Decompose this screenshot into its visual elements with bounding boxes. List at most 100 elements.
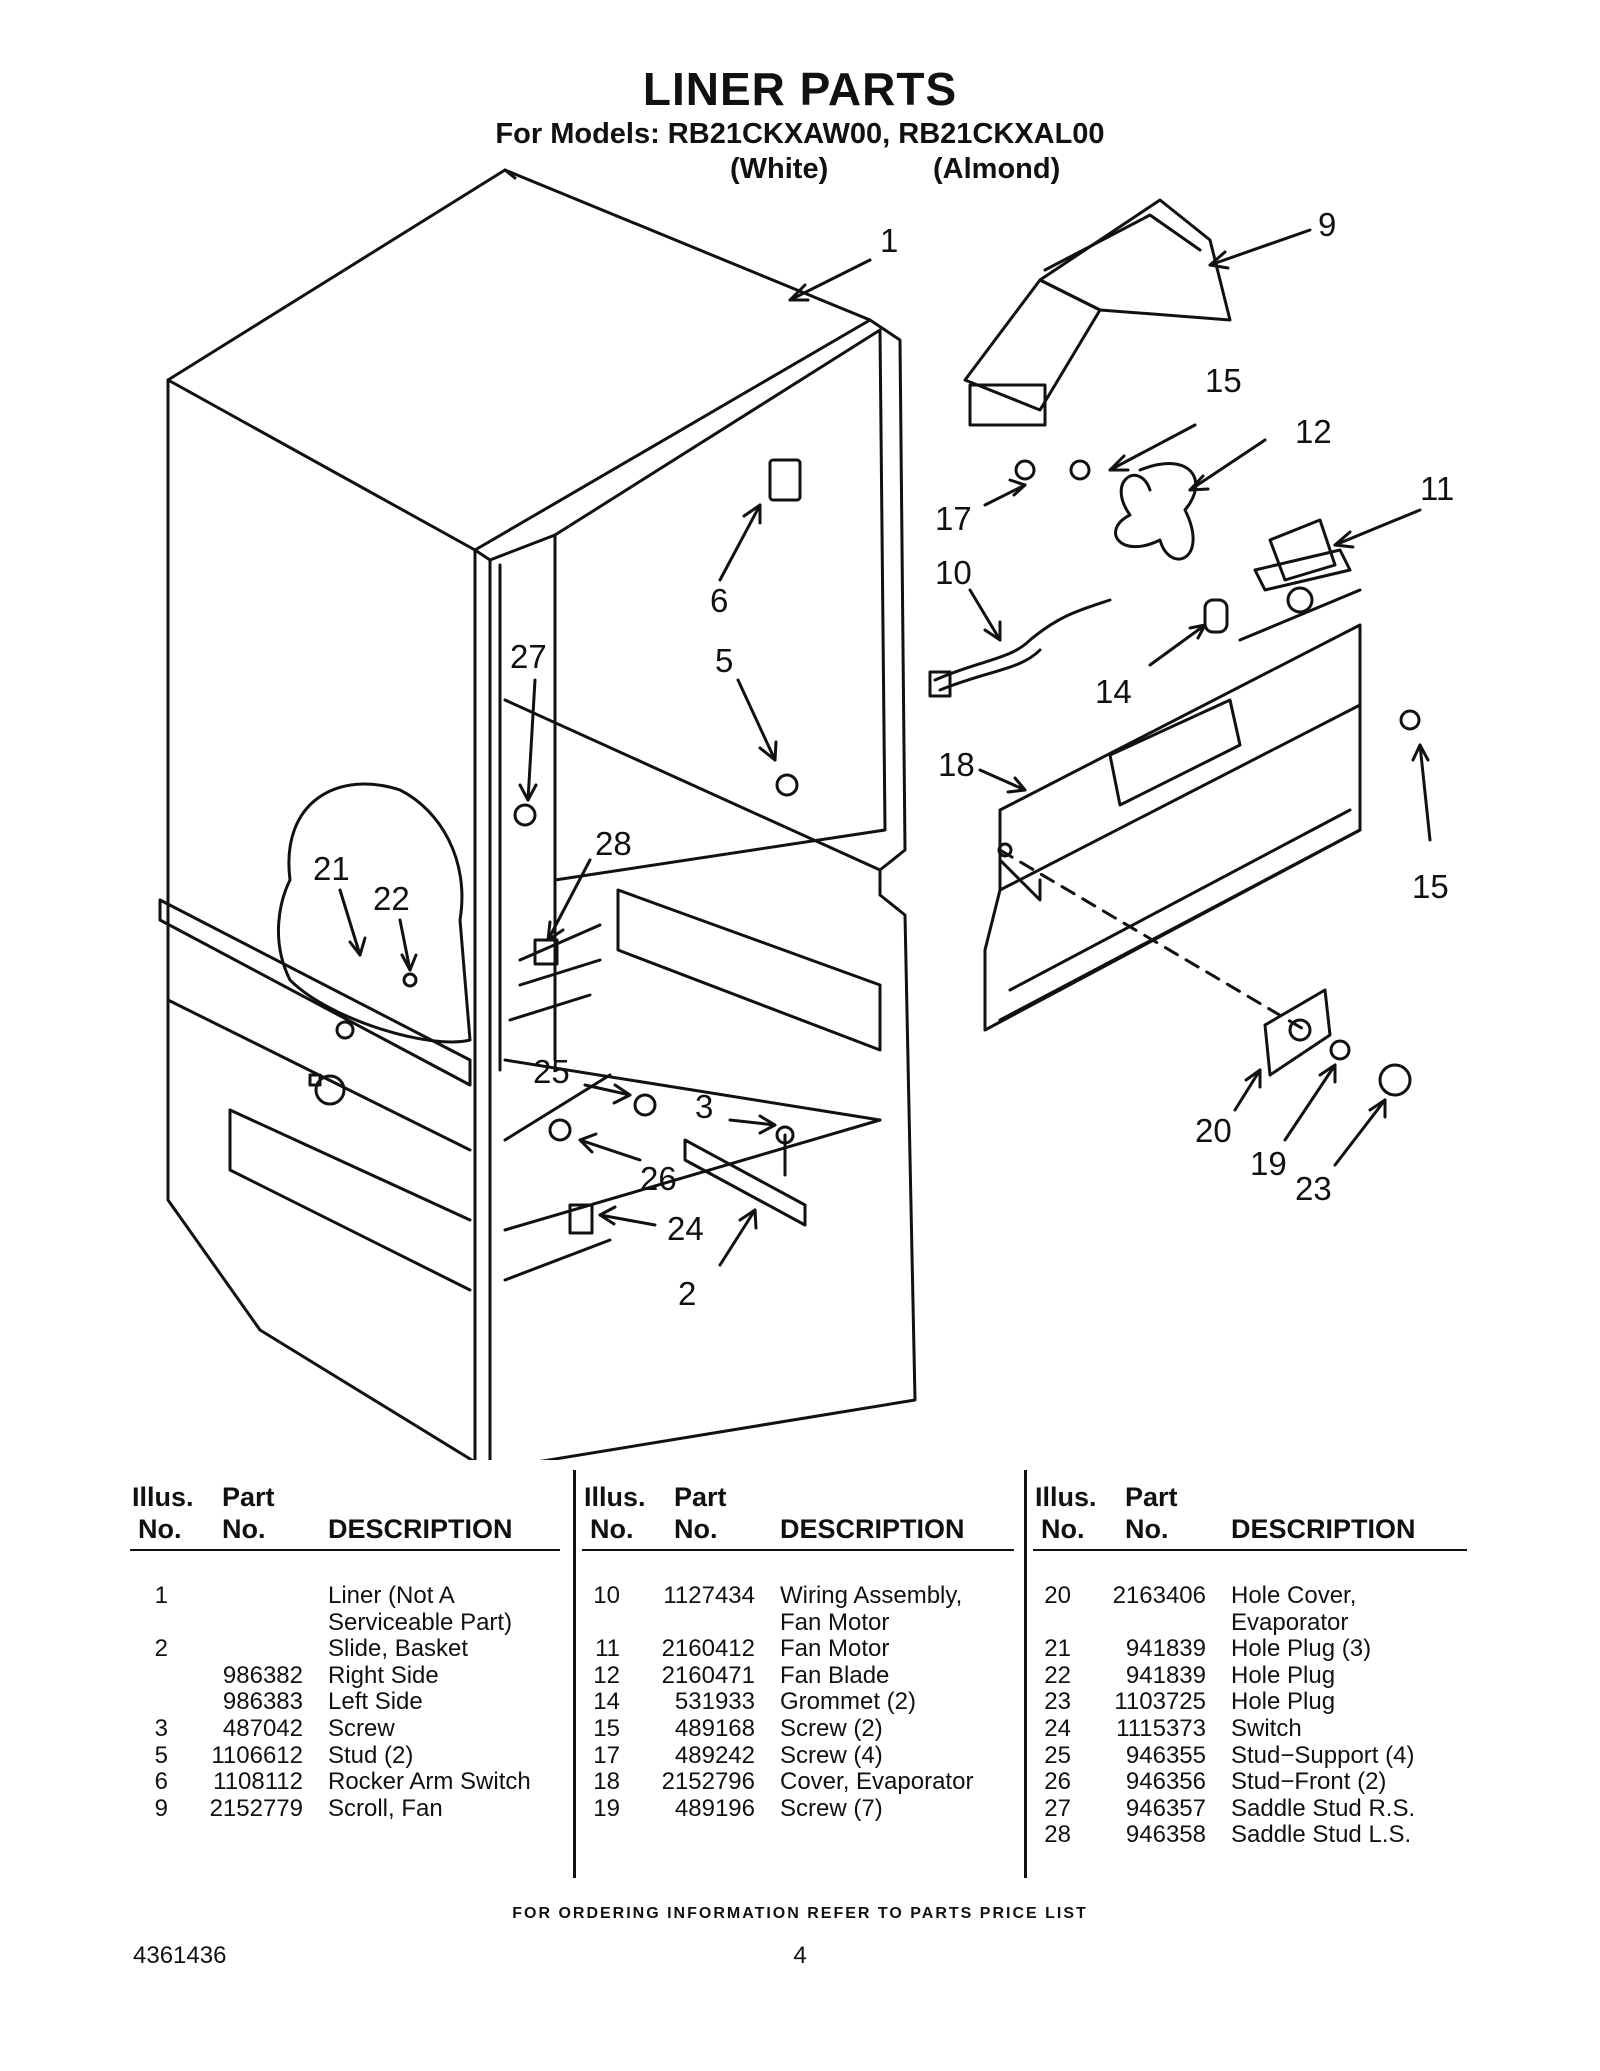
illus-no-cell: 2	[154, 1635, 168, 1663]
illus-no-cell: 15	[593, 1715, 620, 1742]
description-cell: Grommet (2)	[780, 1688, 917, 1716]
header-part: Part	[1125, 1482, 1178, 1512]
description-cell: Stud (2)	[328, 1741, 414, 1769]
header-description: DESCRIPTION	[780, 1514, 965, 1544]
description-cell: Evaporator	[1231, 1608, 1349, 1636]
part-no-cell: 946355	[1125, 1741, 1206, 1769]
illus-no-cell: 28	[1044, 1821, 1071, 1849]
description-cell: Fan Motor	[780, 1608, 890, 1636]
callout-24: 24	[667, 1210, 704, 1247]
callout-labels: 1 9 15 12 11 17 10 6 5 27 14 18 15 28 21…	[313, 206, 1454, 1312]
header-part-no: No.	[674, 1514, 718, 1544]
callout-17: 17	[935, 500, 972, 537]
illus-no-cell: 12	[593, 1661, 620, 1689]
fan-motor-part	[1114, 462, 1362, 642]
illus-no-cell: 14	[593, 1688, 620, 1716]
part-no-cell: 531933	[674, 1688, 755, 1716]
header-illus: Illus.	[584, 1482, 646, 1512]
illus-no-cell: 11	[595, 1635, 620, 1663]
illus-no-cell: 9	[154, 1794, 168, 1822]
callout-10: 10	[935, 554, 972, 591]
description-cell: Screw	[328, 1715, 395, 1742]
callout-21: 21	[313, 850, 350, 887]
description-cell: Fan Blade	[780, 1661, 890, 1689]
column-divider	[1024, 1470, 1027, 1878]
part-no-cell: 2163406	[1112, 1582, 1206, 1609]
description-cell: Cover, Evaporator	[780, 1768, 974, 1796]
callout-15-top: 15	[1205, 362, 1242, 399]
description-cell: Left Side	[328, 1688, 423, 1716]
header-part: Part	[674, 1482, 727, 1512]
part-no-cell: 489168	[674, 1715, 755, 1742]
fan-scroll-part	[963, 198, 1232, 427]
evaporator-cover-part	[983, 623, 1362, 1032]
part-no-cell: 2152779	[209, 1794, 303, 1822]
header-part-no: No.	[1125, 1514, 1169, 1544]
description-cell: Saddle Stud L.S.	[1231, 1821, 1412, 1849]
description-cell: Stud−Support (4)	[1231, 1741, 1415, 1769]
illus-no-cell: 17	[593, 1741, 620, 1769]
leader-arrows	[338, 228, 1432, 1267]
description-cell: Liner (Not A	[328, 1582, 455, 1609]
description-cell: Switch	[1231, 1715, 1302, 1742]
wiring-harness-part	[928, 598, 1112, 698]
callout-9: 9	[1318, 206, 1336, 243]
illus-no-cell: 3	[154, 1715, 168, 1742]
illus-no-cell: 21	[1044, 1635, 1071, 1663]
callout-5: 5	[715, 642, 733, 679]
header-rule	[1033, 1549, 1467, 1551]
page-title: LINER PARTS	[642, 63, 958, 115]
description-cell: Hole Plug	[1231, 1661, 1336, 1689]
header-part: Part	[222, 1482, 275, 1512]
callout-1: 1	[880, 222, 898, 259]
part-no-cell: 487042	[222, 1715, 303, 1742]
liner-outline	[158, 168, 917, 1460]
header-illus-no: No.	[138, 1514, 182, 1544]
callout-27: 27	[510, 638, 547, 675]
illus-no-cell: 6	[154, 1768, 168, 1796]
callout-12: 12	[1295, 413, 1332, 450]
ordering-note: FOR ORDERING INFORMATION REFER TO PARTS …	[512, 1905, 1088, 1922]
header-description: DESCRIPTION	[328, 1514, 513, 1544]
part-no-cell: 1115373	[1116, 1715, 1206, 1742]
callout-3: 3	[695, 1088, 713, 1125]
part-no-cell: 2160471	[661, 1661, 755, 1689]
illus-no-cell: 22	[1044, 1661, 1071, 1689]
callout-15-bottom: 15	[1412, 868, 1449, 905]
header-illus: Illus.	[132, 1482, 194, 1512]
illus-no-cell: 20	[1044, 1582, 1071, 1609]
part-no-cell: 2152796	[661, 1768, 755, 1796]
illus-no-cell: 18	[593, 1768, 620, 1796]
description-cell: Scroll, Fan	[328, 1794, 443, 1822]
part-no-cell: 946358	[1125, 1821, 1206, 1849]
small-hardware-parts	[513, 458, 1421, 1235]
part-no-cell: 1106612	[211, 1741, 303, 1769]
column-divider	[573, 1470, 576, 1878]
callout-2: 2	[678, 1275, 696, 1312]
description-cell: Hole Plug (3)	[1231, 1635, 1372, 1663]
part-no-cell: 1108112	[213, 1768, 303, 1796]
callout-28: 28	[595, 825, 632, 862]
description-cell: Serviceable Part)	[328, 1608, 513, 1636]
part-no-cell: 1127434	[663, 1582, 755, 1609]
part-no-cell: 941839	[1125, 1635, 1206, 1663]
callout-14: 14	[1095, 673, 1132, 710]
header-rule	[582, 1549, 1014, 1551]
description-cell: Screw (7)	[780, 1794, 883, 1822]
description-cell: Hole Plug	[1231, 1688, 1336, 1716]
callout-20: 20	[1195, 1112, 1232, 1149]
callout-26: 26	[640, 1160, 677, 1197]
liner-parts-diagram: 1 9 15 12 11 17 10 6 5 27 14 18 15 28 21…	[158, 168, 1454, 1460]
part-no-cell: 986383	[222, 1688, 303, 1716]
part-no-cell: 2160412	[661, 1635, 755, 1663]
hole-cover-part	[1263, 988, 1412, 1097]
header-illus: Illus.	[1035, 1482, 1097, 1512]
document-number: 4361436	[133, 1942, 227, 1969]
part-no-cell: 941839	[1125, 1661, 1206, 1689]
color-white-label: (White)	[730, 153, 829, 185]
callout-6: 6	[710, 582, 728, 619]
header-illus-no: No.	[1041, 1514, 1085, 1544]
